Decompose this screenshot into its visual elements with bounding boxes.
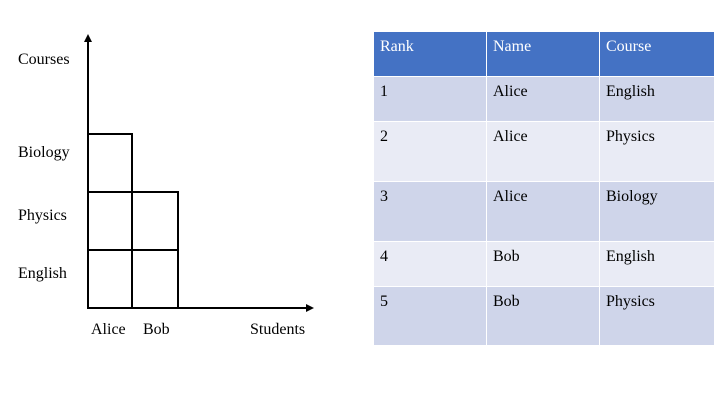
rank-cell: 5 <box>373 286 487 346</box>
course-cell: English <box>599 241 715 287</box>
course-cell: Biology <box>599 181 715 242</box>
column-header-rank: Rank <box>373 31 487 77</box>
x-category-label: Alice <box>91 321 126 338</box>
rank-cell: 4 <box>373 241 487 287</box>
course-cell: Physics <box>599 121 715 182</box>
enrollment-diagram: Courses Students English Physics Biology… <box>18 34 314 338</box>
name-cell: Alice <box>486 121 600 182</box>
y-category-label: English <box>18 265 67 282</box>
y-category-label: Physics <box>18 207 67 224</box>
column-header-course: Course <box>599 31 715 77</box>
ranking-table: Rank Name Course 1 Alice English 2 Alice… <box>373 31 715 346</box>
name-cell: Alice <box>486 181 600 242</box>
table-header-row: Rank Name Course <box>373 31 715 77</box>
enrollment-cell <box>87 249 133 309</box>
column-header-name: Name <box>486 31 600 77</box>
y-category-label: Biology <box>18 144 70 161</box>
course-cell: Physics <box>599 286 715 346</box>
table-row: 2 Alice Physics <box>373 121 715 182</box>
enrollment-cell <box>87 133 133 193</box>
x-axis-label: Students <box>250 321 305 338</box>
enrollment-cell <box>131 191 179 251</box>
table-row: 4 Bob English <box>373 241 715 287</box>
name-cell: Bob <box>486 286 600 346</box>
table-row: 1 Alice English <box>373 76 715 122</box>
enrollment-cell <box>131 249 179 309</box>
y-axis-label: Courses <box>18 51 70 68</box>
course-cell: English <box>599 76 715 122</box>
table-row: 3 Alice Biology <box>373 181 715 242</box>
name-cell: Alice <box>486 76 600 122</box>
table-row: 5 Bob Physics <box>373 286 715 346</box>
rank-cell: 3 <box>373 181 487 242</box>
enrollment-cell <box>87 191 133 251</box>
rank-cell: 1 <box>373 76 487 122</box>
rank-cell: 2 <box>373 121 487 182</box>
x-category-label: Bob <box>143 321 170 338</box>
name-cell: Bob <box>486 241 600 287</box>
cells-layer <box>87 133 179 309</box>
